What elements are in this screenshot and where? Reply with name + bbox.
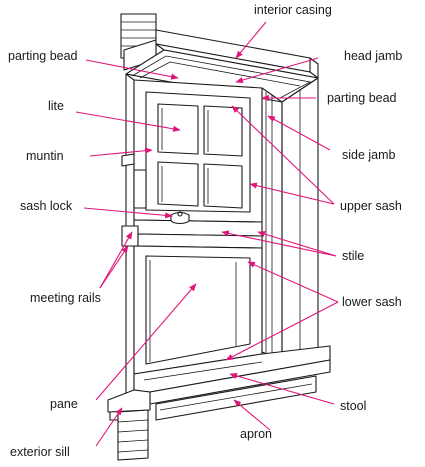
label-upper-sash: upper sash xyxy=(340,199,402,213)
upper-sash xyxy=(121,79,263,223)
label-lite: lite xyxy=(48,99,64,113)
leader-upper-sash-a xyxy=(231,105,335,205)
leader-upper-sash-b xyxy=(249,182,335,205)
leader-meeting-rails-a xyxy=(99,231,133,289)
side-jamb xyxy=(261,77,319,361)
label-side-jamb: side jamb xyxy=(342,148,396,162)
stool xyxy=(133,345,331,405)
leader-interior-casing xyxy=(235,21,267,59)
label-parting-bead-left: parting bead xyxy=(8,49,78,63)
leader-parting-bead-left xyxy=(85,59,179,80)
label-apron: apron xyxy=(240,427,272,441)
label-pane: pane xyxy=(50,397,78,411)
leader-lines xyxy=(75,21,339,447)
label-stile: stile xyxy=(342,249,364,263)
label-parting-bead-right: parting bead xyxy=(327,91,397,105)
leader-stile-a xyxy=(257,231,337,257)
meeting-rails xyxy=(121,211,263,249)
leader-meeting-rails-b xyxy=(99,245,129,289)
label-exterior-sill: exterior sill xyxy=(10,445,70,459)
leader-lower-sash-a xyxy=(247,261,339,303)
leader-lite xyxy=(75,111,181,132)
label-lower-sash: lower sash xyxy=(342,295,402,309)
window-illustration xyxy=(107,13,331,461)
leader-pane xyxy=(95,283,197,401)
leader-sash-lock xyxy=(83,207,173,219)
label-stool: stool xyxy=(340,399,366,413)
leader-apron xyxy=(233,399,271,431)
labels: interior casing parting bead head jamb p… xyxy=(8,3,402,459)
leader-lower-sash-b xyxy=(225,301,339,361)
leader-stool xyxy=(229,372,335,405)
label-meeting-rails: meeting rails xyxy=(30,291,101,305)
label-interior-casing: interior casing xyxy=(254,3,332,17)
label-sash-lock: sash lock xyxy=(20,199,73,213)
exterior-sill xyxy=(107,389,151,461)
left-jamb xyxy=(109,73,135,421)
leader-exterior-sill xyxy=(95,407,123,447)
leader-stile-b xyxy=(221,230,337,257)
leader-head-jamb xyxy=(235,57,319,84)
leader-side-jamb xyxy=(267,115,331,151)
lower-sash xyxy=(133,245,263,375)
label-muntin: muntin xyxy=(26,149,64,163)
label-head-jamb: head jamb xyxy=(344,49,402,63)
leader-muntin xyxy=(89,147,153,157)
